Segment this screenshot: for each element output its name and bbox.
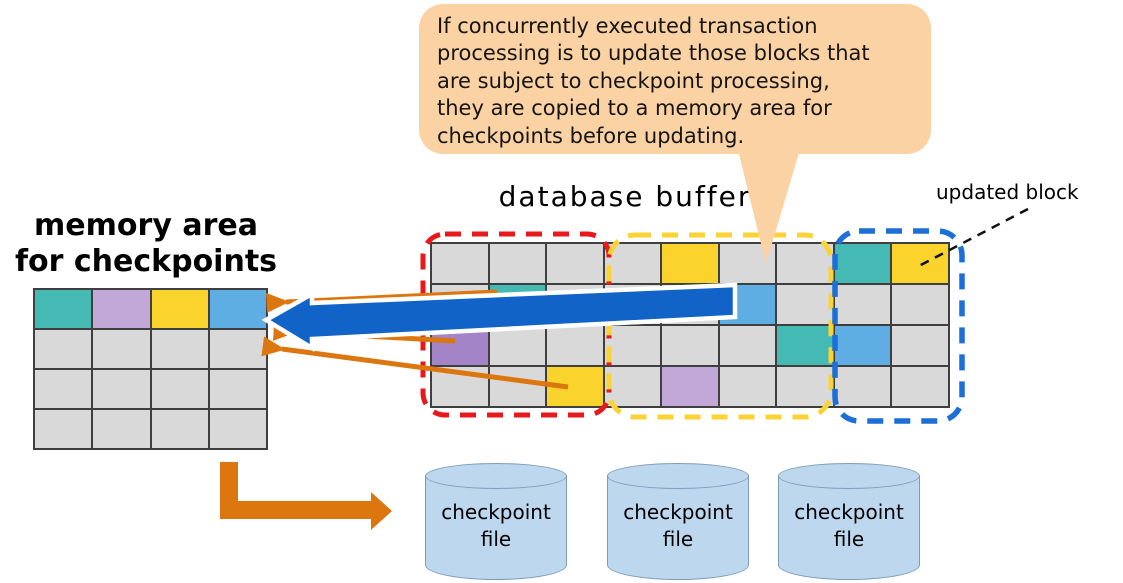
database-buffer-grid-cell-r1c5-yellow: [662, 244, 718, 283]
checkpoint-file-cylinder-1: checkpoint file: [425, 463, 567, 580]
database-buffer-grid-cell-r3c1-purple: [432, 326, 488, 365]
database-buffer-grid-cell-r2c3-gray: [547, 285, 603, 324]
cylinder-top: [425, 463, 567, 489]
database-buffer-grid-cell-r1c8-teal: [834, 244, 891, 283]
write-to-checkpoint-file-arrow: [220, 462, 392, 530]
database-buffer-grid-cell-r3c6-gray: [719, 326, 776, 365]
database-buffer-grid-cell-r4c5-light_purple: [662, 367, 718, 406]
database-buffer-grid-cell-r4c7-gray: [777, 367, 833, 406]
database-buffer-grid-cell-r1c6-gray: [719, 244, 776, 283]
database-buffer-grid-cell-r4c1-gray: [432, 367, 488, 406]
database-buffer-grid-cell-r2c1-gray: [432, 285, 488, 324]
database-buffer-grid-cell-r2c5-gray: [662, 285, 718, 324]
database-buffer-grid-cell-r4c3-yellow: [547, 367, 603, 406]
memory-area-grid-cell-r3c3-gray: [151, 370, 208, 408]
callout-bubble-line: If concurrently executed transaction: [437, 14, 818, 38]
database-buffer-grid-cell-r2c6-blue: [719, 285, 776, 324]
memory-area-grid-cell-r1c2-light_purple: [93, 290, 150, 328]
memory-area-grid-cell-r3c1-gray: [35, 370, 92, 408]
cylinder-top: [607, 463, 749, 489]
database-buffer-grid-cell-r1c7-gray: [777, 244, 833, 283]
memory-area-grid-cell-r2c4-gray: [209, 330, 266, 368]
database-buffer-grid-cell-r2c9-gray: [892, 285, 948, 324]
memory-area-grid-cell-r4c4-gray: [209, 410, 266, 448]
callout-bubble: If concurrently executed transaction proc…: [419, 4, 931, 154]
database-buffer-grid-cell-r3c2-gray: [489, 326, 546, 365]
database-buffer-grid: [430, 242, 950, 408]
memory-area-grid-cell-r2c2-gray: [93, 330, 150, 368]
database-buffer-grid-cell-r2c2-teal: [489, 285, 546, 324]
database-buffer-grid-cell-r1c1-gray: [432, 244, 488, 283]
checkpoint-file-label: checkpoint file: [794, 500, 904, 551]
memory-area-grid-cell-r4c3-gray: [151, 410, 208, 448]
memory-area-grid-cell-r4c1-gray: [35, 410, 92, 448]
database-buffer-grid-cell-r1c9-yellow: [892, 244, 948, 283]
database-buffer-grid-cell-r2c8-gray: [834, 285, 891, 324]
checkpoint-file-label: checkpoint file: [623, 500, 733, 551]
callout-bubble-line: processing is to update those blocks tha…: [437, 41, 870, 66]
checkpoint-file-label: checkpoint file: [441, 500, 551, 551]
database-buffer-grid-cell-r2c4-gray: [604, 285, 661, 324]
callout-bubble-line: checkpoints before updating.: [437, 123, 745, 148]
database-buffer-grid-cell-r4c8-gray: [834, 367, 891, 406]
checkpoint-file-cylinder-3: checkpoint file: [778, 463, 920, 580]
memory-area-grid-cell-r2c3-gray: [151, 330, 208, 368]
memory-area-title-line: for checkpoints: [14, 244, 278, 279]
memory-area-grid-cell-r3c2-gray: [93, 370, 150, 408]
database-buffer-grid-cell-r4c2-gray: [489, 367, 546, 406]
database-buffer-grid-cell-r4c6-gray: [719, 367, 776, 406]
database-buffer-grid-cell-r1c3-gray: [547, 244, 603, 283]
callout-bubble-line: are subject to checkpoint processing,: [437, 68, 830, 93]
database-buffer-grid-cell-r4c9-gray: [892, 367, 948, 406]
checkpoint-file-cylinder-2: checkpoint file: [607, 463, 749, 580]
memory-area-title-line: memory area: [34, 208, 258, 243]
callout-bubble-line: they are copied to a memory area for: [437, 96, 832, 121]
memory-area-grid-cell-r2c1-gray: [35, 330, 92, 368]
database-buffer-grid-cell-r3c4-gray: [604, 326, 661, 365]
database-buffer-grid-cell-r3c9-gray: [892, 326, 948, 365]
cylinder-body: [607, 476, 749, 580]
cylinder-body: [778, 476, 920, 580]
memory-area-grid: [33, 288, 268, 450]
database-buffer-grid-cell-r1c4-gray: [604, 244, 661, 283]
database-buffer-label: database buffer: [498, 180, 752, 213]
database-buffer-grid-cell-r4c4-gray: [604, 367, 661, 406]
cylinder-top: [778, 463, 920, 489]
database-buffer-grid-cell-r2c7-gray: [777, 285, 833, 324]
database-buffer-grid-cell-r3c3-gray: [547, 326, 603, 365]
memory-area-grid-cell-r4c2-gray: [93, 410, 150, 448]
memory-area-grid-cell-r1c4-blue: [209, 290, 266, 328]
database-buffer-grid-cell-r3c5-gray: [662, 326, 718, 365]
database-buffer-grid-cell-r3c8-blue: [834, 326, 891, 365]
database-buffer-grid-cell-r1c2-gray: [489, 244, 546, 283]
database-buffer-grid-cell-r3c7-teal: [777, 326, 833, 365]
memory-area-grid-cell-r1c1-teal: [35, 290, 92, 328]
cylinder-body: [425, 476, 567, 580]
updated-block-label: updated block: [936, 180, 1079, 204]
memory-area-grid-cell-r3c4-gray: [209, 370, 266, 408]
memory-area-grid-cell-r1c3-yellow: [151, 290, 208, 328]
